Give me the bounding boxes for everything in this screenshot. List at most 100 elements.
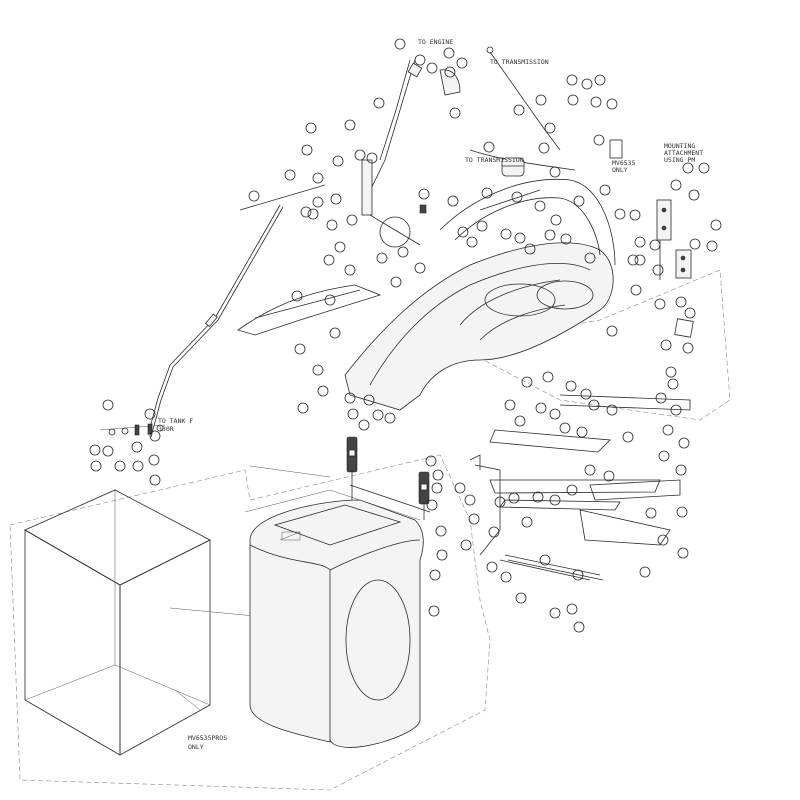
callout-bubble xyxy=(566,74,578,86)
callout-bubble xyxy=(514,415,526,427)
callout-bubble xyxy=(580,388,592,400)
transmission-cable xyxy=(486,46,561,151)
callout-bubble xyxy=(329,327,341,339)
label-mounting-2: ATTACHMENT xyxy=(664,149,703,157)
callout-bubble xyxy=(431,482,443,494)
mounting-bracket xyxy=(656,199,692,280)
callout-bubble xyxy=(426,499,438,511)
callout-bubble xyxy=(573,195,585,207)
callout-bubble xyxy=(665,366,677,378)
callout-bubble xyxy=(675,296,687,308)
callout-bubble xyxy=(332,155,344,167)
callout-bubble xyxy=(444,66,456,78)
callout-bubble xyxy=(317,385,329,397)
callout-bubble xyxy=(511,191,523,203)
bin-rod xyxy=(349,484,431,513)
callout-bubble xyxy=(566,484,578,496)
callout-bubble xyxy=(344,392,356,404)
label-tank-2: 330R xyxy=(158,425,174,433)
control-rod xyxy=(147,184,326,438)
callout-bubble xyxy=(550,214,562,226)
callout-bubble xyxy=(588,399,600,411)
callout-bubble xyxy=(667,378,679,390)
callout-bubble xyxy=(464,494,476,506)
callout-bubble xyxy=(689,238,701,250)
callout-bubble xyxy=(535,402,547,414)
callout-bubble xyxy=(307,208,319,220)
callout-bubble xyxy=(622,431,634,443)
callout-group xyxy=(89,38,722,633)
callout-bubble xyxy=(149,430,161,442)
callout-bubble xyxy=(688,189,700,201)
decal xyxy=(609,139,623,159)
callout-bubble xyxy=(373,97,385,109)
callout-bubble xyxy=(323,254,335,266)
callout-bubble xyxy=(326,219,338,231)
callout-bubble xyxy=(344,264,356,276)
callout-bubble xyxy=(334,241,346,253)
hopper-box xyxy=(24,489,211,756)
callout-bubble xyxy=(301,144,313,156)
callout-bubble xyxy=(300,206,312,218)
callout-bubble xyxy=(432,469,444,481)
lever-assembly xyxy=(361,159,427,248)
callout-bubble xyxy=(284,169,296,181)
callout-bubble xyxy=(594,74,606,86)
callout-bubble xyxy=(414,54,426,66)
callout-bubble xyxy=(397,246,409,258)
callout-bubble xyxy=(684,307,696,319)
callout-bubble xyxy=(466,236,478,248)
callout-bubble xyxy=(504,399,516,411)
callout-bubble xyxy=(532,491,544,503)
callout-bubble xyxy=(418,188,430,200)
label-mv6535-1: MV6535 xyxy=(612,159,636,167)
callout-bubble xyxy=(312,364,324,376)
callout-bubble xyxy=(544,122,556,134)
callout-bubble xyxy=(559,422,571,434)
label-to-engine: TO ENGINE xyxy=(418,38,453,46)
callout-bubble xyxy=(645,507,657,519)
callout-bubble xyxy=(149,474,161,486)
callout-bubble xyxy=(606,325,618,337)
callout-bubble xyxy=(710,219,722,231)
callout-bubble xyxy=(494,496,506,508)
callout-bubble xyxy=(599,184,611,196)
callout-bubble xyxy=(363,394,375,406)
callout-bubble xyxy=(90,460,102,472)
callout-bubble xyxy=(312,196,324,208)
callout-bubble xyxy=(590,96,602,108)
callout-bubble xyxy=(535,94,547,106)
callout-bubble xyxy=(549,166,561,178)
callout-bubble xyxy=(429,569,441,581)
callout-bubble xyxy=(305,122,317,134)
assembly-boundary xyxy=(9,454,491,791)
callout-bubble xyxy=(414,262,426,274)
callout-bubble xyxy=(549,408,561,420)
callout-bubble xyxy=(476,220,488,232)
callout-bubble xyxy=(581,78,593,90)
callout-bubble xyxy=(346,214,358,226)
callout-bubble xyxy=(460,539,472,551)
label-mounting-3: USING PM xyxy=(664,156,695,164)
seat-shroud xyxy=(237,242,614,411)
callout-bubble xyxy=(593,134,605,146)
callout-bubble xyxy=(676,506,688,518)
callout-bubble xyxy=(457,226,469,238)
label-tank-1: TO TANK F xyxy=(158,417,193,425)
callout-bubble xyxy=(514,232,526,244)
callout-bubble xyxy=(483,141,495,153)
callout-bubble xyxy=(443,47,455,59)
callout-bubble xyxy=(384,412,396,424)
callout-bubble xyxy=(454,482,466,494)
callout-bubble xyxy=(144,408,156,420)
callout-bubble xyxy=(614,208,626,220)
callout-bubble xyxy=(500,228,512,240)
callout-bubble xyxy=(655,392,667,404)
leader-line xyxy=(169,607,256,617)
callout-bubble xyxy=(131,441,143,453)
callout-bubble xyxy=(678,437,690,449)
callout-bubble xyxy=(670,179,682,191)
leader-line xyxy=(174,689,201,711)
label-to-transmission-2: TO TRANSMISSION xyxy=(465,156,524,164)
bin-handle-left xyxy=(346,436,358,500)
